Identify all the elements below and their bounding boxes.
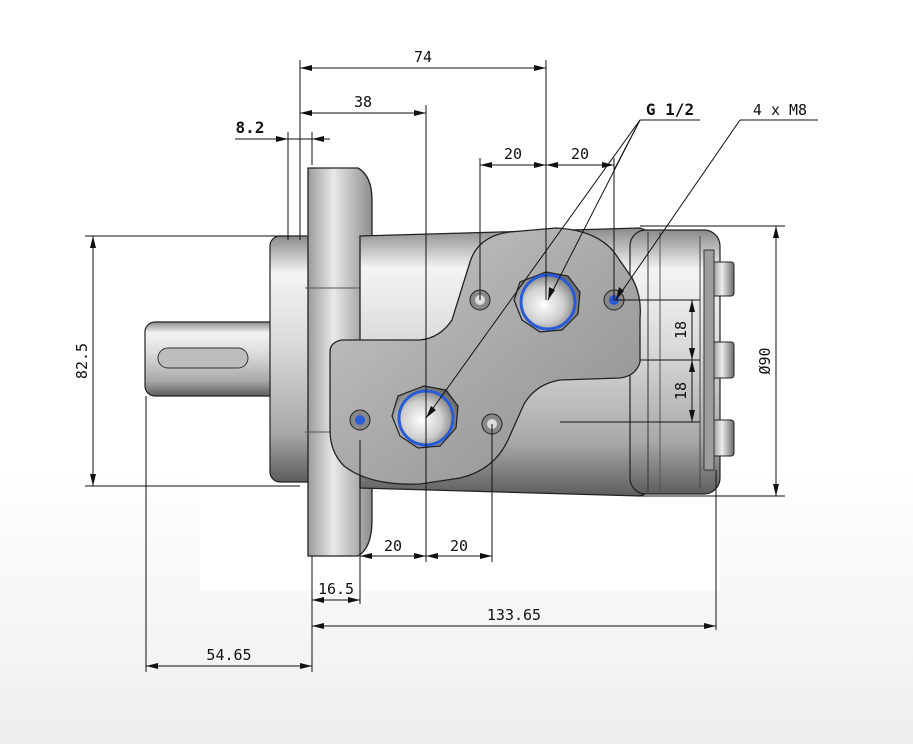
callout-g-1-2: G 1/2 [646, 100, 694, 119]
dim-38: 38 [354, 93, 372, 111]
dim-18-upper: 18 [672, 321, 690, 339]
dim-54-65: 54.65 [206, 646, 251, 664]
dim-74: 74 [414, 48, 432, 66]
dimension-lines [85, 60, 818, 672]
motor-body [144, 167, 735, 557]
dim-82-5: 82.5 [73, 343, 91, 379]
dim-18-lower: 18 [672, 382, 690, 400]
end-bolts [703, 249, 735, 471]
dim-16-5: 16.5 [318, 580, 354, 598]
shaft-key-slot [157, 347, 249, 369]
dim-8-2: 8.2 [236, 118, 265, 137]
dim-133-65: 133.65 [487, 606, 541, 624]
dim-90: Ø90 [756, 347, 774, 374]
dim-20-bottom-right: 20 [450, 537, 468, 555]
callout-4xm8: 4 x M8 [753, 101, 807, 119]
port-a [513, 271, 581, 333]
dim-20-bottom-left: 20 [384, 537, 402, 555]
dim-20-top-left: 20 [504, 145, 522, 163]
dim-20-top-right: 20 [571, 145, 589, 163]
dimension-labels: 74 38 8.2 20 20 82.5 Ø90 18 18 20 20 16.… [73, 48, 807, 664]
